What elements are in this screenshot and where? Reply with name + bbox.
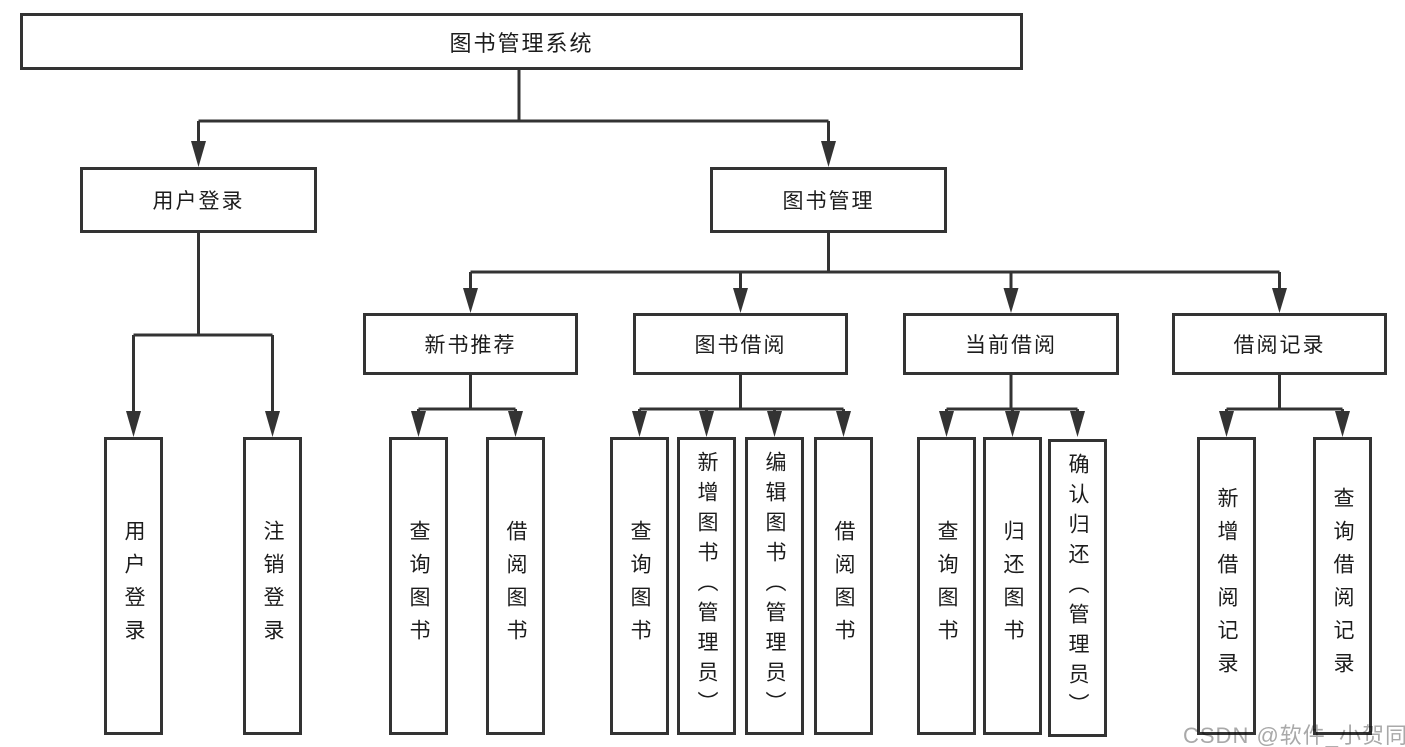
leaf-logout: 注销登录 [243,437,302,735]
node-library-system: 图书管理系统 [20,13,1023,70]
connector-new-book-group [417,375,517,413]
node-current-borrowing: 当前借阅 [903,313,1119,375]
arrowheads [126,141,1350,437]
node-book-management: 图书管理 [710,167,947,233]
leaf-query-books-borrow: 查询图书 [610,437,669,735]
node-user-login: 用户登录 [80,167,317,233]
watermark: CSDN @软件_小贺同学 [1183,723,1405,747]
connector-book-borrowing-group [638,375,845,413]
connector-borrowing-records-group [1225,375,1344,413]
leaf-borrow-books: 借阅图书 [814,437,873,735]
leaf-return-books: 归还图书 [983,437,1042,735]
connector-book-management-to-level2 [469,233,1281,290]
leaf-query-books-recommend: 查询图书 [389,437,448,735]
leaf-add-books-admin: 新增图书（管理员） [677,437,736,735]
leaf-query-books-current: 查询图书 [917,437,976,735]
leaf-add-borrow-record: 新增借阅记录 [1197,437,1256,735]
connector-user-login-group [132,233,274,413]
leaf-edit-books-admin: 编辑图书（管理员） [745,437,804,735]
node-new-book-recommendation: 新书推荐 [363,313,578,375]
node-book-borrowing: 图书借阅 [633,313,848,375]
connector-current-borrowing-group [945,375,1079,413]
leaf-user-login: 用户登录 [104,437,163,735]
leaf-query-borrow-record: 查询借阅记录 [1313,437,1372,735]
leaf-confirm-return-admin: 确认归还（管理员） [1048,439,1107,737]
leaf-borrow-books-recommend: 借阅图书 [486,437,545,735]
connector-root-to-level1 [197,70,830,143]
node-borrowing-records: 借阅记录 [1172,313,1387,375]
